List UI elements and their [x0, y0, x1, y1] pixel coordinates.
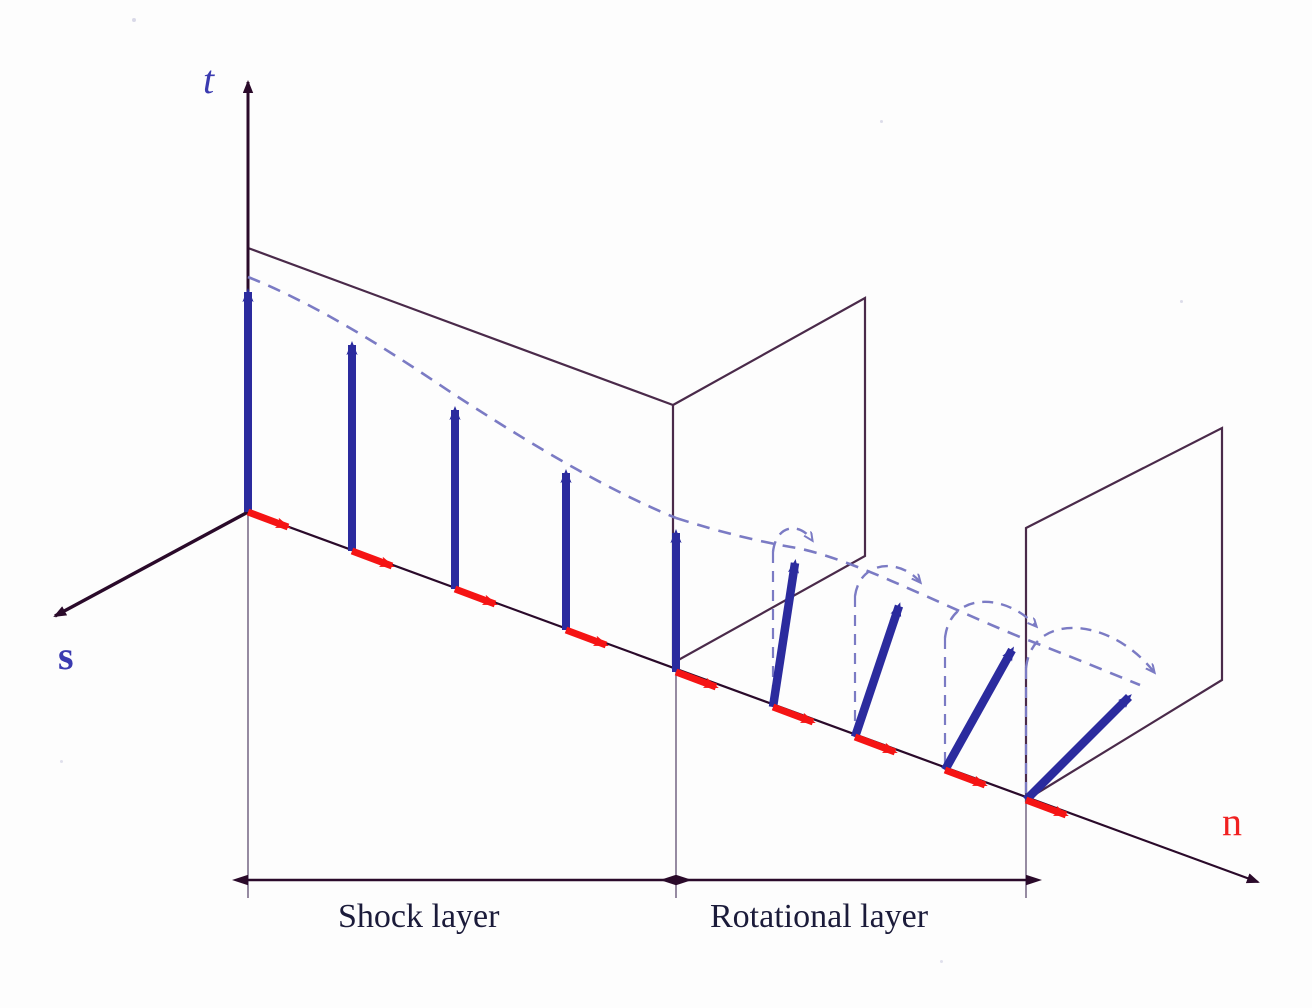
plane-right: [1024, 426, 1224, 802]
arc-4: [1024, 626, 1154, 672]
blue-vector-7: [850, 602, 904, 739]
red-vector-4: [564, 626, 609, 649]
blue-vector-9: [1022, 693, 1133, 804]
velocity-profile-envelope-shock: [247, 275, 677, 520]
n-axis-label: n: [1222, 799, 1242, 844]
blue-vector-8: [941, 646, 1016, 773]
red-vector-8: [943, 766, 988, 789]
rotation-arcs: [771, 527, 1154, 672]
red-vector-9: [1024, 796, 1069, 819]
plane-outlines: [247, 246, 1224, 802]
red-vectors-along-n: [246, 508, 1069, 819]
dashed-vertical-references: [771, 552, 1028, 800]
n-axis-line: [247, 510, 1260, 884]
shock-layer-label: Shock layer: [338, 898, 500, 935]
t-axis-label: t: [203, 57, 215, 102]
guide-lines: [247, 512, 1027, 898]
dashed-envelope-group: [247, 275, 1141, 687]
s-axis-label: s: [58, 633, 74, 678]
red-vector-2: [350, 547, 395, 570]
arc-1: [771, 527, 812, 553]
red-vector-7: [853, 733, 898, 756]
blue-vector-6: [768, 559, 800, 708]
s-axis-line: [53, 510, 249, 618]
red-vector-1: [246, 508, 291, 531]
blue-vectors-shock-layer: [242, 288, 682, 672]
coordinate-axes: [53, 80, 1260, 884]
red-vector-5: [674, 668, 719, 691]
blue-vectors-rotational-layer: [768, 559, 1133, 804]
red-vector-6: [771, 703, 816, 726]
plane-left-top-edge: [247, 246, 674, 407]
arc-3: [943, 600, 1036, 639]
rotational-layer-label: Rotational layer: [710, 898, 929, 935]
red-vector-3: [453, 585, 498, 608]
plane-middle: [671, 296, 867, 665]
velocity-profile-envelope-rotational: [675, 516, 1141, 687]
arc-2: [853, 564, 920, 597]
